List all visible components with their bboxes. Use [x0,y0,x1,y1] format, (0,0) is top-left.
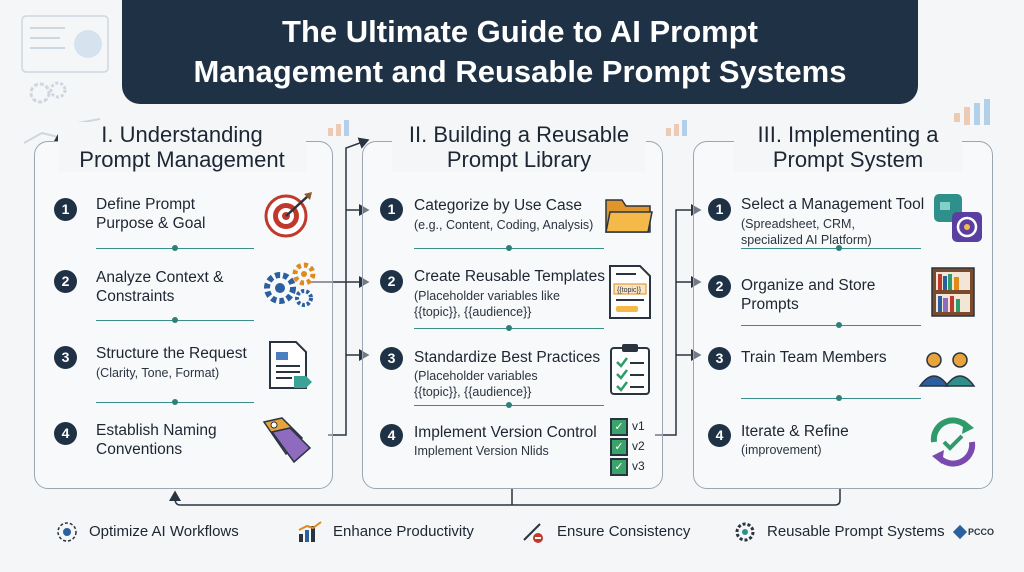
step-number-badge: 4 [380,424,403,447]
workflow-icon [57,522,77,542]
title-banner: The Ultimate Guide to AI Prompt Manageme… [122,0,918,104]
separator-dot [506,402,512,408]
benefit-label: Reusable Prompt Systems [767,523,945,540]
separator-dot [172,317,178,323]
column-2-title-line-1: II. Building a Reusable [408,122,630,147]
versions-icon: ✓ v1 ✓ v2 ✓ v3 [610,418,660,478]
step-number-badge: 3 [708,347,731,370]
step-number-badge: 2 [380,270,403,293]
background-chart-icon [666,120,687,136]
version-label: v2 [632,439,645,453]
step-number-badge: 1 [380,198,403,221]
gears-icon [264,262,316,307]
column-1-title-line-2: Prompt Management [79,147,285,172]
checklist-icon [610,344,650,395]
page-title-line-2: Management and Reusable Prompt Systems [193,54,847,89]
benefit-label: Enhance Productivity [333,523,474,540]
separator-dot [836,322,842,328]
separator-dot [172,399,178,405]
column-3-title: III. Implementing a Prompt System [734,122,962,172]
version-label: v1 [632,419,645,433]
separator-dot [506,325,512,331]
step-separator [741,325,921,326]
check-icon: ✓ [610,418,628,436]
refresh-icon [930,417,976,467]
step-title: Standardize Best Practices [414,349,601,366]
apps-icon [934,194,982,242]
step-separator [741,398,921,399]
document-icon [269,341,312,389]
background-document-icon [21,15,109,73]
step-number-badge: 3 [54,346,77,369]
step-title: Iterate & Refine [741,423,849,440]
column-1-title-line-1: I. Understanding [101,122,263,147]
separator-dot [836,395,842,401]
step-title: Structure the Request [96,345,247,362]
background-chart-icon [328,120,349,136]
column-2-title: II. Building a Reusable Prompt Library [392,122,646,172]
benefit-label: Ensure Consistency [557,523,691,540]
column-1-title: I. Understanding Prompt Management [58,122,306,172]
page-title-line-1: The Ultimate Guide to AI Prompt [282,14,758,49]
template-icon: {{topic}} [609,265,651,319]
separator-dot [506,245,512,251]
step-subtitle: (Spreadsheet, CRM, specialized AI Platfo… [741,217,872,247]
column-2-title-line-2: Prompt Library [446,147,592,172]
step-separator [741,248,921,249]
step-subtitle: (e.g., Content, Coding, Analysis) [414,218,594,232]
background-gears-icon [29,81,67,104]
step-title: Organize and Store Prompts [741,277,876,313]
step-number-badge: 1 [54,198,77,221]
step-subtitle: (Placeholder variables {{topic}}, {{audi… [414,369,538,399]
step-title: Analyze Context & Constraints [96,269,224,305]
step-title: Define Prompt Purpose & Goal [96,196,206,232]
step-subtitle: (Placeholder variables like {{topic}}, {… [414,289,560,319]
step-subtitle: (improvement) [741,443,822,457]
step-title: Implement Version Control [414,424,597,441]
benefit-label: Optimize AI Workflows [89,523,239,540]
step-subtitle: Implement Version Nlids [414,444,549,458]
reusable-gear-icon [735,522,755,542]
logo-text: PCCO [968,527,995,537]
step-title: Select a Management Tool [741,196,925,213]
step-title: Categorize by Use Case [414,197,582,214]
column-3-title-line-1: III. Implementing a [757,122,939,147]
folder-icon [605,199,653,233]
productivity-chart-icon [298,521,322,542]
background-chart-icon [954,99,990,125]
template-placeholder-text: {{topic}} [617,287,642,294]
step-number-badge: 4 [708,424,731,447]
target-icon [264,192,312,238]
separator-dot [836,245,842,251]
step-title: Establish Naming Conventions [96,422,217,458]
version-label: v3 [632,459,645,473]
step-number-badge: 2 [54,270,77,293]
step-number-badge: 1 [708,198,731,221]
column-3-title-line-2: Prompt System [772,147,924,172]
consistency-icon [523,523,543,543]
bookshelf-icon [931,267,975,317]
separator-dot [172,245,178,251]
check-icon: ✓ [610,458,628,476]
step-title: Train Team Members [741,349,887,366]
team-icon [918,352,976,387]
tags-icon [262,417,312,464]
step-title: Create Reusable Templates [414,268,605,285]
check-icon: ✓ [610,438,628,456]
step-number-badge: 4 [54,422,77,445]
step-number-badge: 3 [380,347,403,370]
step-number-badge: 2 [708,275,731,298]
step-subtitle: (Clarity, Tone, Format) [96,366,220,380]
